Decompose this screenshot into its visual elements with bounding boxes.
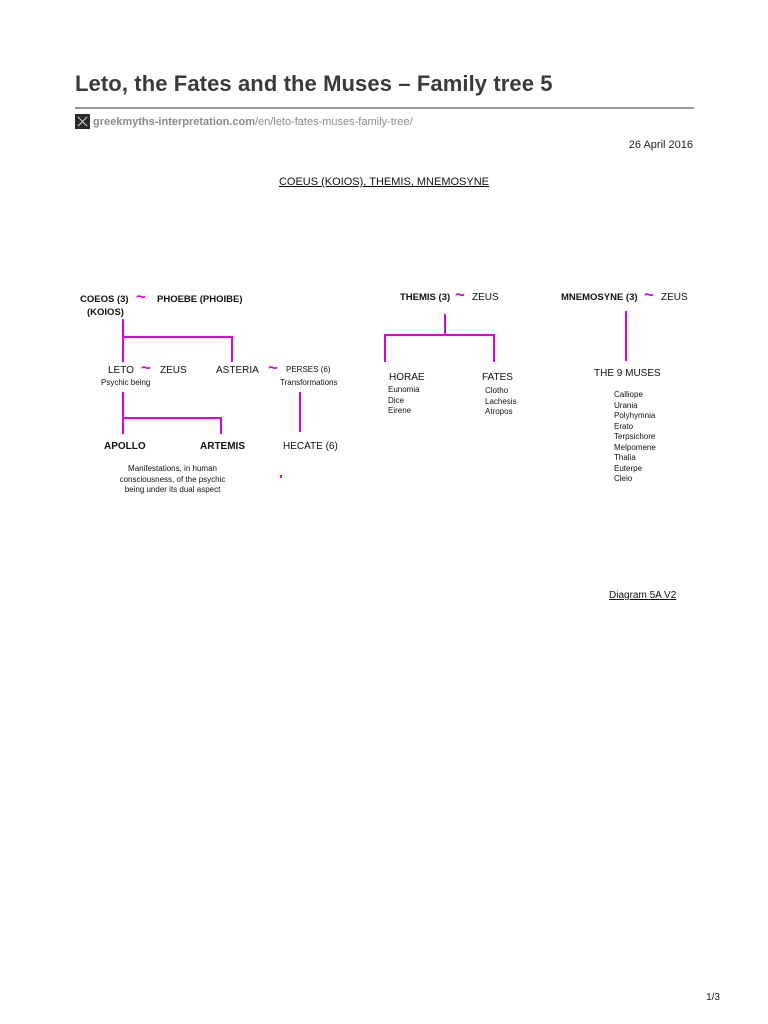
stray-mark [280,475,282,478]
title-divider [75,107,694,109]
horae-member: Dice [388,395,405,405]
muse-member: Melpomene [614,442,656,452]
publish-date: 26 April 2016 [628,139,693,151]
twins-note-line: being under its dual aspect [124,485,221,494]
muse-member: Cleio [614,474,633,483]
page-number: 1/3 [706,992,720,1003]
asteria-note: Transformations [280,378,338,387]
muse-member: Terpsichore [614,432,656,441]
mnemosyne-union-tilde: ~ [644,285,654,304]
coeus-name: COEOS (3) [80,294,129,305]
hecate-name: HECATE (6) [283,441,338,452]
artemis-name: ARTEMIS [200,441,245,452]
coeus-children-bar [122,336,233,338]
themis-children-bar [384,334,495,336]
page-title: Leto, the Fates and the Muses – Family t… [75,71,553,96]
site-favicon-icon [75,114,90,129]
asteria-union-tilde: ~ [268,358,278,377]
phoebe-name: PHOEBE (PHOIBE) [157,294,243,305]
muse-member: Euterpe [614,463,643,473]
twins-description: Manifestations, in human consciousness, … [100,464,245,496]
leto-descent-line [122,392,124,434]
perses-name: PERSES (6) [286,365,331,374]
mnemosyne-descent-line [625,311,627,361]
coeus-alt-name: (KOIOS) [87,307,124,318]
leto-name: LETO [108,365,134,376]
apollo-name: APOLLO [104,441,146,452]
horae-member: Eunomia [388,385,420,394]
muse-member: Polyhymnia [614,411,656,420]
diagram-reference: Diagram 5A V2 [609,590,677,601]
horae-list: Eunomia Dice Eirene [388,385,420,417]
muse-member: Erato [614,421,634,431]
themis-name: THEMIS (3) [400,292,451,303]
mnemosyne-spouse: ZEUS [661,292,688,303]
muse-member: Thalia [614,453,636,462]
horae-name: HORAE [389,372,425,383]
twins-note-line: Manifestations, in human [128,464,217,473]
hecate-descent-line [299,392,301,432]
source-link[interactable]: greekmyths-interpretation.com/en/leto-fa… [75,114,413,129]
fates-name: FATES [482,372,513,383]
source-domain: greekmyths-interpretation.com [93,115,255,128]
coeus-union-tilde: ~ [136,287,146,306]
muse-member: Calliope [614,390,643,399]
fates-list: Clotho Lachesis Atropos [485,386,517,418]
leto-note: Psychic being [101,378,151,387]
muses-list: Calliope Urania Polyhymnia Erato Terpsic… [614,390,656,485]
diagram-heading: COEUS (KOIOS), THEMIS, MNEMOSYNE [278,176,490,188]
fates-member: Lachesis [485,396,517,406]
leto-spouse: ZEUS [160,365,187,376]
asteria-drop-line [231,336,233,362]
twins-note-line: consciousness, of the psychic [119,474,226,484]
horae-drop-line [384,334,386,362]
muses-name: THE 9 MUSES [594,368,661,379]
themis-spouse: ZEUS [472,292,499,303]
asteria-name: ASTERIA [216,365,259,376]
fates-member: Atropos [485,407,513,416]
coeus-descent-line [122,319,124,362]
artemis-drop-line [220,417,222,434]
mnemosyne-name: MNEMOSYNE (3) [561,292,638,303]
muse-member: Urania [614,400,638,410]
themis-descent-line [444,314,446,336]
horae-member: Eirene [388,406,412,415]
leto-union-tilde: ~ [141,358,151,377]
fates-drop-line [493,334,495,362]
themis-union-tilde: ~ [455,285,465,304]
source-path: /en/leto-fates-muses-family-tree/ [254,115,413,128]
fates-member: Clotho [485,386,509,395]
twins-bar [122,417,222,419]
